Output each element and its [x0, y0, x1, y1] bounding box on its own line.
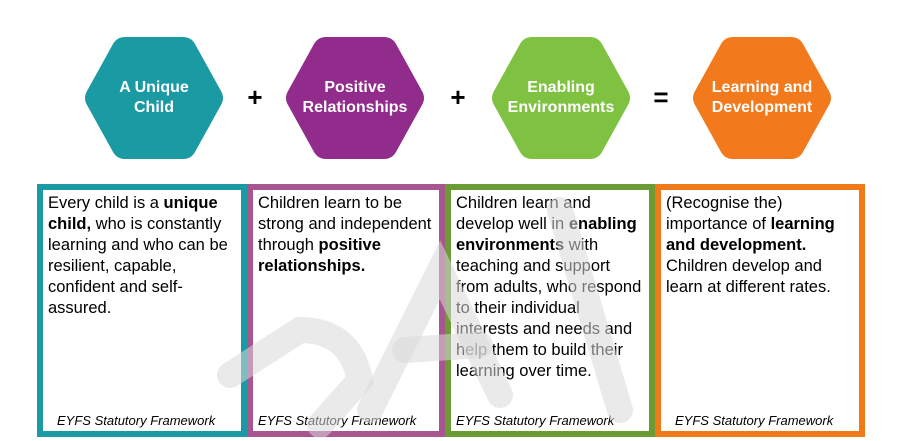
hexagon-label: A Unique Child	[119, 79, 189, 116]
box-text: Children learn to be strong and independ…	[258, 193, 435, 277]
box-citation: EYFS Statutory Framework	[258, 413, 417, 428]
box-positive-relationships: Children learn to be strong and independ…	[247, 184, 445, 437]
plus-operator-1: +	[247, 82, 263, 112]
hexagon-shape	[693, 37, 831, 159]
box-unique-child: Every child is a unique child, who is co…	[37, 184, 247, 437]
equals-operator: =	[653, 82, 669, 112]
box-citation: EYFS Statutory Framework	[57, 413, 216, 428]
box-text-part: (Recognise the) importance of	[666, 194, 783, 233]
box-citation: EYFS Statutory Framework	[456, 413, 615, 428]
box-text-part: who is constantly learning and who can b…	[48, 215, 228, 317]
hexagon-enabling-environments: Enabling Environments	[488, 33, 634, 163]
hexagon-label: Enabling Environments	[507, 79, 615, 116]
box-text-part: Children learn to be strong and independ…	[258, 194, 432, 254]
box-text-part: Every child is a	[48, 194, 164, 212]
box-learning-and-development: (Recognise the) importance of learning a…	[655, 184, 865, 437]
hexagon-positive-relationships: Positive Relationships	[282, 33, 428, 163]
box-text: Every child is a unique child, who is co…	[48, 193, 237, 319]
hexagon-shape	[492, 37, 630, 159]
box-citation: EYFS Statutory Framework	[675, 413, 834, 428]
box-text-part: with teaching and support from adults, w…	[456, 236, 642, 380]
hexagon-label: Positive Relationships	[302, 79, 408, 116]
box-text-part: Children develop and learn at different …	[666, 257, 831, 296]
box-text: Children learn and develop well in enabl…	[456, 193, 645, 382]
hexagon-a-unique-child: A Unique Child	[81, 33, 227, 163]
box-text-bold: unique child,	[48, 194, 218, 233]
hexagon-shape	[286, 37, 424, 159]
box-text: (Recognise the) importance of learning a…	[666, 193, 855, 298]
plus-operator-2: +	[450, 82, 466, 112]
box-enabling-environments: Children learn and develop well in enabl…	[445, 184, 655, 437]
hexagon-label: Learning and Development	[711, 79, 813, 116]
hexagon-shape	[85, 37, 223, 159]
box-text-bold: learning and development.	[666, 215, 835, 254]
hexagon-learning-and-development: Learning and Development	[689, 33, 835, 163]
